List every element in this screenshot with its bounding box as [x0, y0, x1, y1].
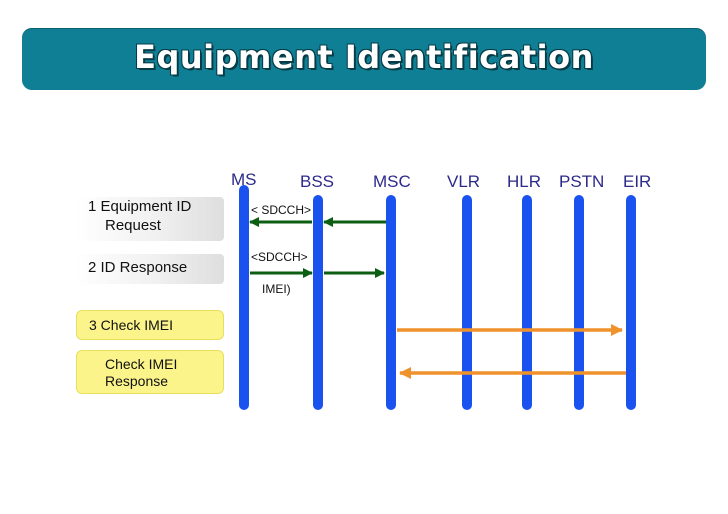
entity-hlr: HLR	[507, 172, 542, 191]
label-sdcch-response: <SDCCH>	[251, 250, 308, 264]
entity-vlr: VLR	[447, 172, 481, 191]
entity-msc: MSC	[373, 172, 411, 191]
entity-ms: MS	[231, 170, 257, 189]
step-equipment-id-request: 1 Equipment ID Request	[76, 197, 224, 241]
step-id-response: 2 ID Response	[76, 254, 224, 284]
entity-bss: BSS	[300, 172, 335, 191]
step-label-line1: 1 Equipment ID	[88, 198, 192, 215]
step-label-line2: Request	[105, 217, 161, 234]
entity-pstn: PSTN	[559, 172, 605, 191]
step-check-imei-response: Check IMEI Response	[76, 350, 224, 394]
label-sdcch-request: < SDCCH>	[251, 203, 312, 217]
step-label-line1: 2 ID Response	[88, 259, 188, 276]
page-title: Equipment Identification	[134, 38, 594, 76]
entity-eir: EIR	[623, 172, 652, 191]
label-imei: IMEI)	[262, 282, 291, 296]
step-label-line2: Response	[105, 373, 169, 389]
title-banner: Equipment Identification	[22, 28, 706, 90]
step-label-line1: Check IMEI	[105, 356, 178, 372]
step-check-imei: 3 Check IMEI	[76, 310, 224, 340]
step-label-line1: 3 Check IMEI	[89, 317, 174, 333]
